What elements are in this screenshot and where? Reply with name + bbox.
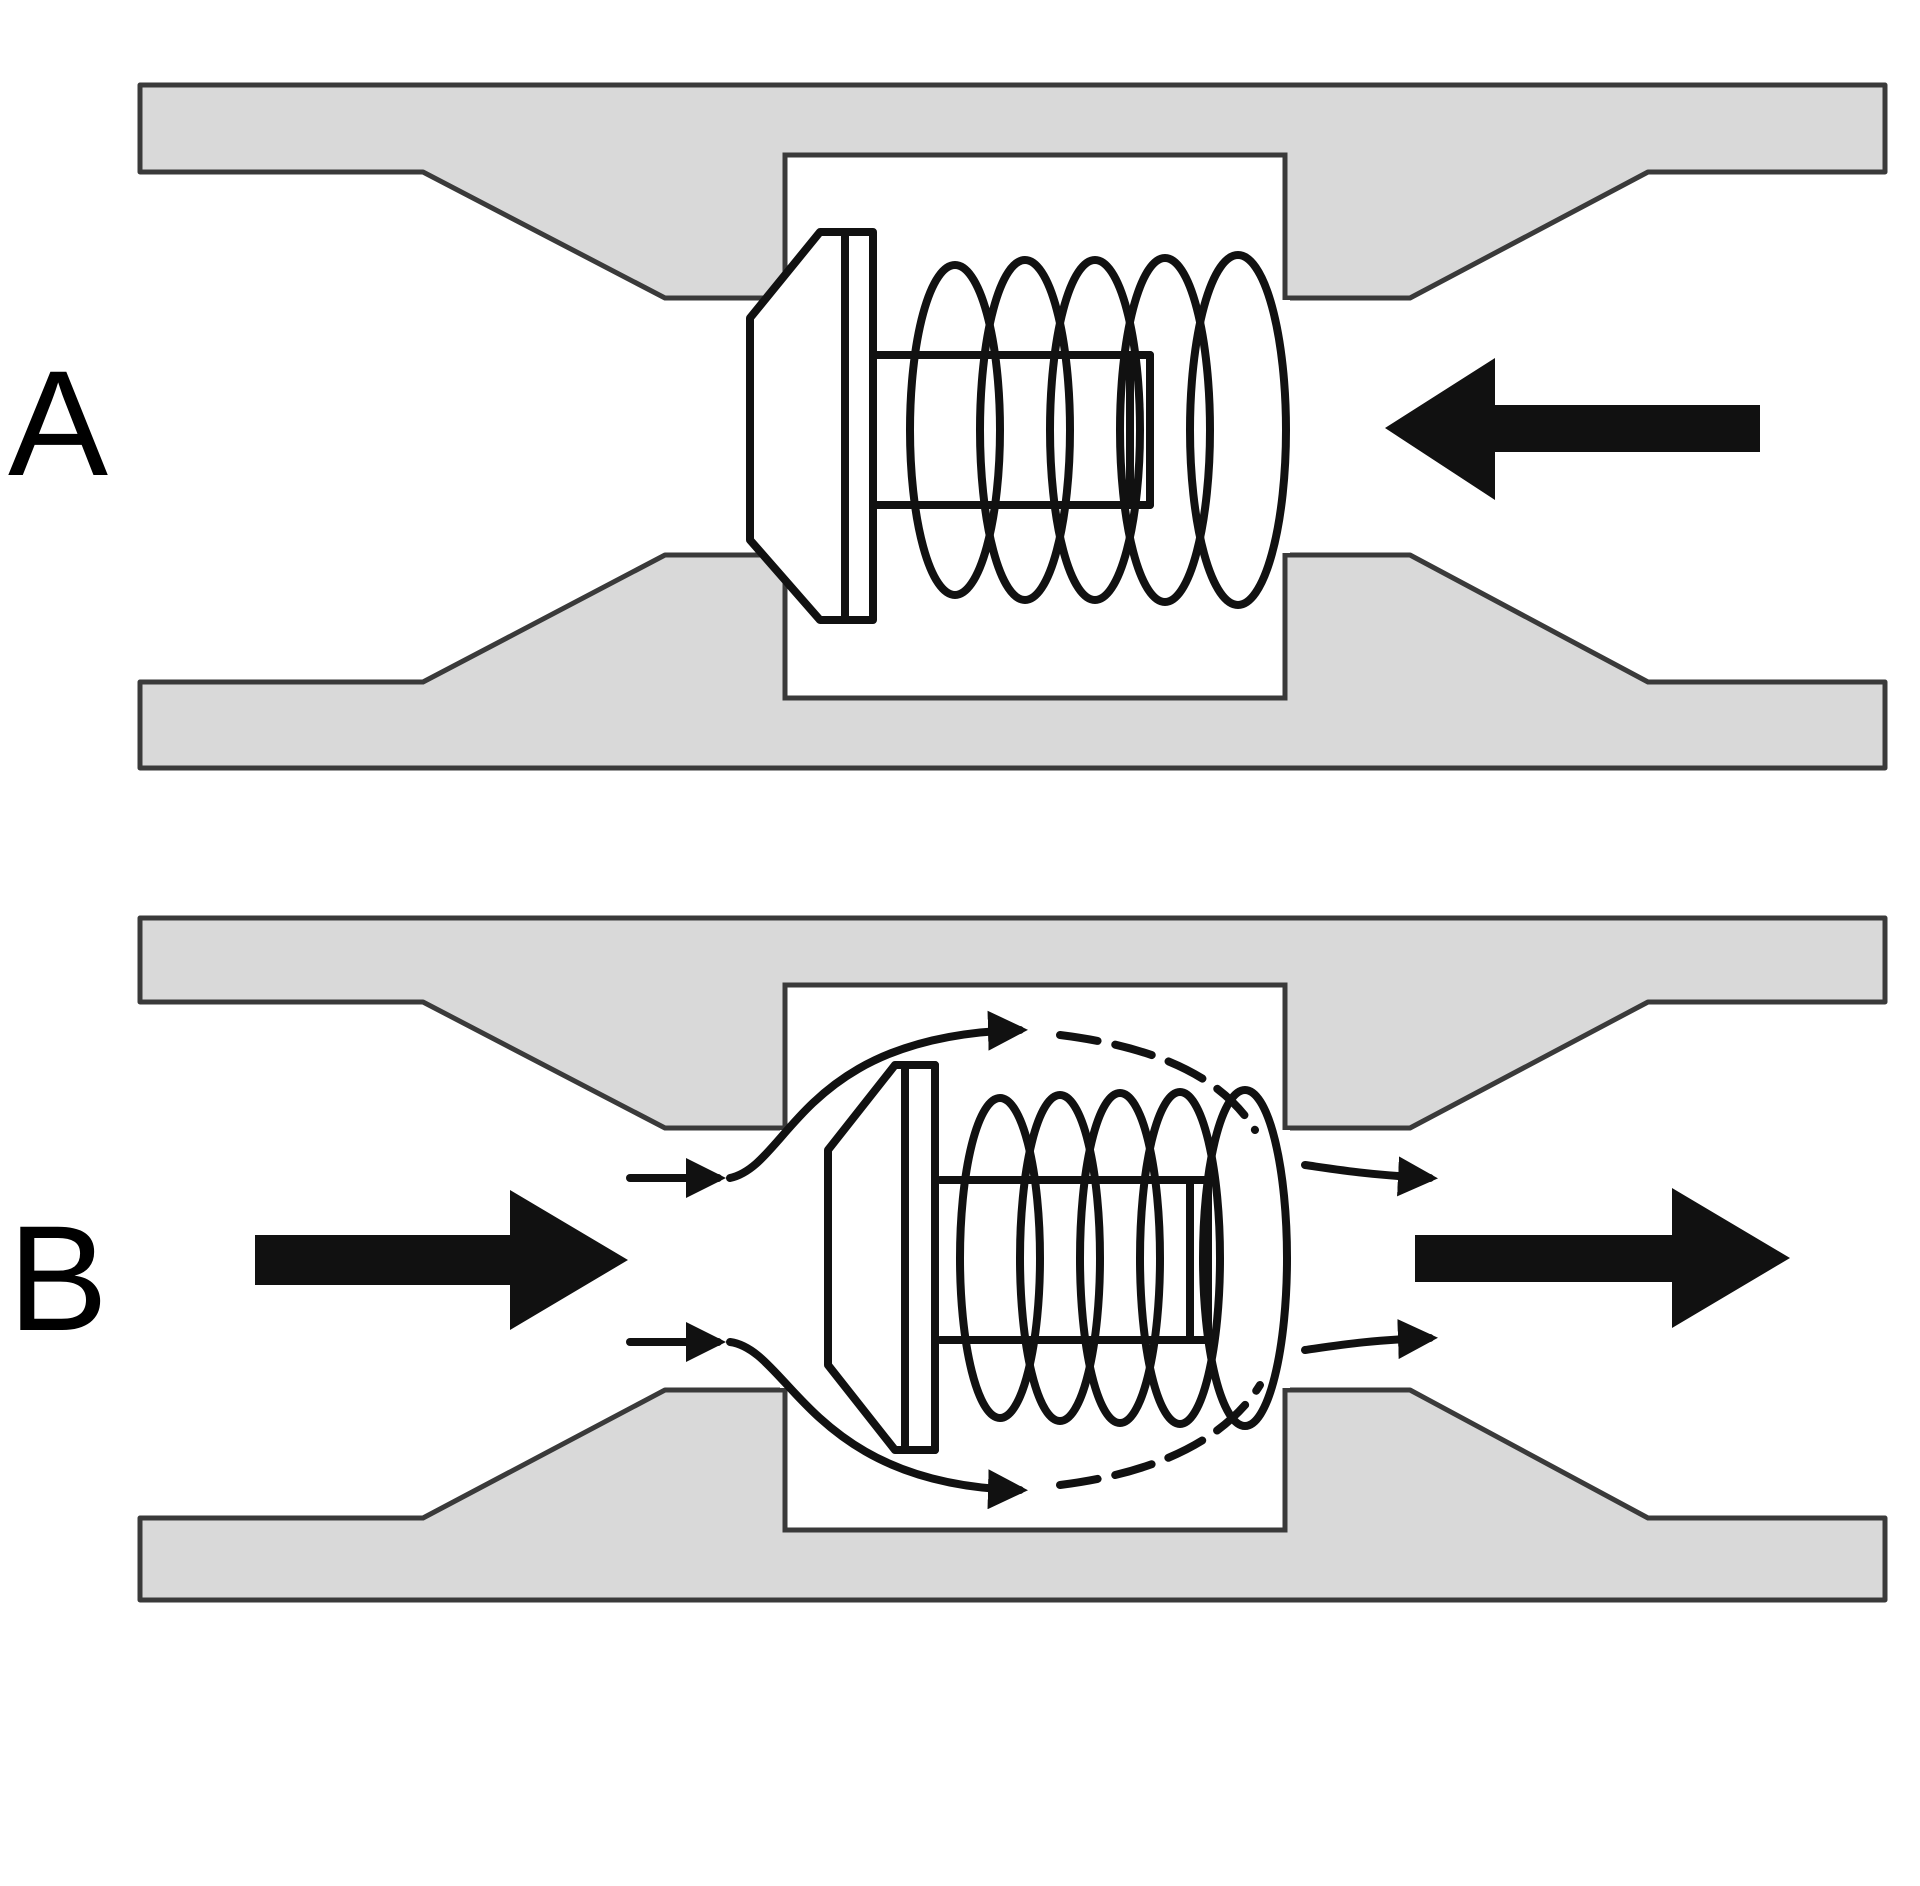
panel-b-flow-lines (626, 1010, 1438, 1510)
panel-b-poppet (824, 1061, 939, 1454)
panel-b: B (8, 915, 1888, 1603)
panel-a-poppet (746, 228, 877, 624)
panel-a-label: A (8, 339, 108, 507)
panel-a: A (8, 82, 1888, 771)
panel-a-spring (866, 251, 1290, 609)
panel-b-label: B (8, 1194, 108, 1362)
panel-a-reverse-flow-arrow (1385, 358, 1760, 500)
panel-b-outlet-flow-arrow (1415, 1188, 1790, 1328)
panel-b-spring (936, 1086, 1291, 1430)
panel-b-inlet-flow-arrow (255, 1190, 628, 1330)
